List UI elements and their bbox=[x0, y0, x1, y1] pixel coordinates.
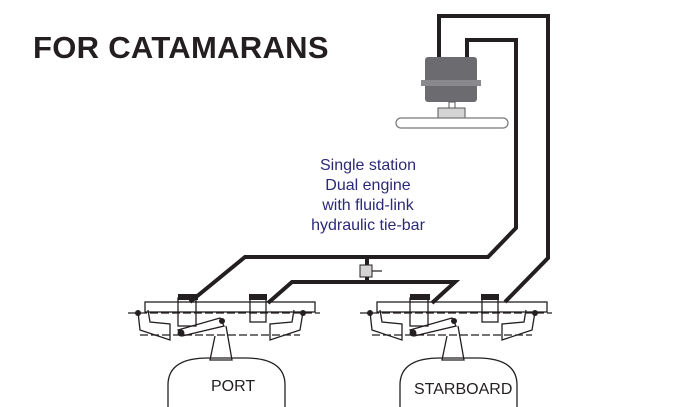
caption-line: Dual engine bbox=[325, 177, 411, 194]
helm-pump bbox=[395, 57, 509, 129]
diagram-caption: Single station Dual engine with fluid-li… bbox=[288, 156, 448, 236]
tie-bar-hose bbox=[266, 280, 461, 305]
page-title: FOR CATAMARANS bbox=[33, 30, 329, 65]
steering-wheel bbox=[395, 117, 509, 129]
caption-line: Single station bbox=[319, 157, 417, 174]
starboard-engine bbox=[360, 294, 552, 407]
caption-line: hydraulic tie-bar bbox=[311, 217, 425, 234]
starboard-label: STARBOARD bbox=[414, 381, 513, 398]
port-label: PORT bbox=[211, 378, 256, 395]
inner-hose bbox=[188, 38, 518, 304]
caption-line: with fluid-link bbox=[322, 197, 414, 214]
tie-bar-valve bbox=[359, 264, 373, 278]
port-engine bbox=[128, 294, 320, 407]
outer-hose bbox=[437, 14, 550, 304]
